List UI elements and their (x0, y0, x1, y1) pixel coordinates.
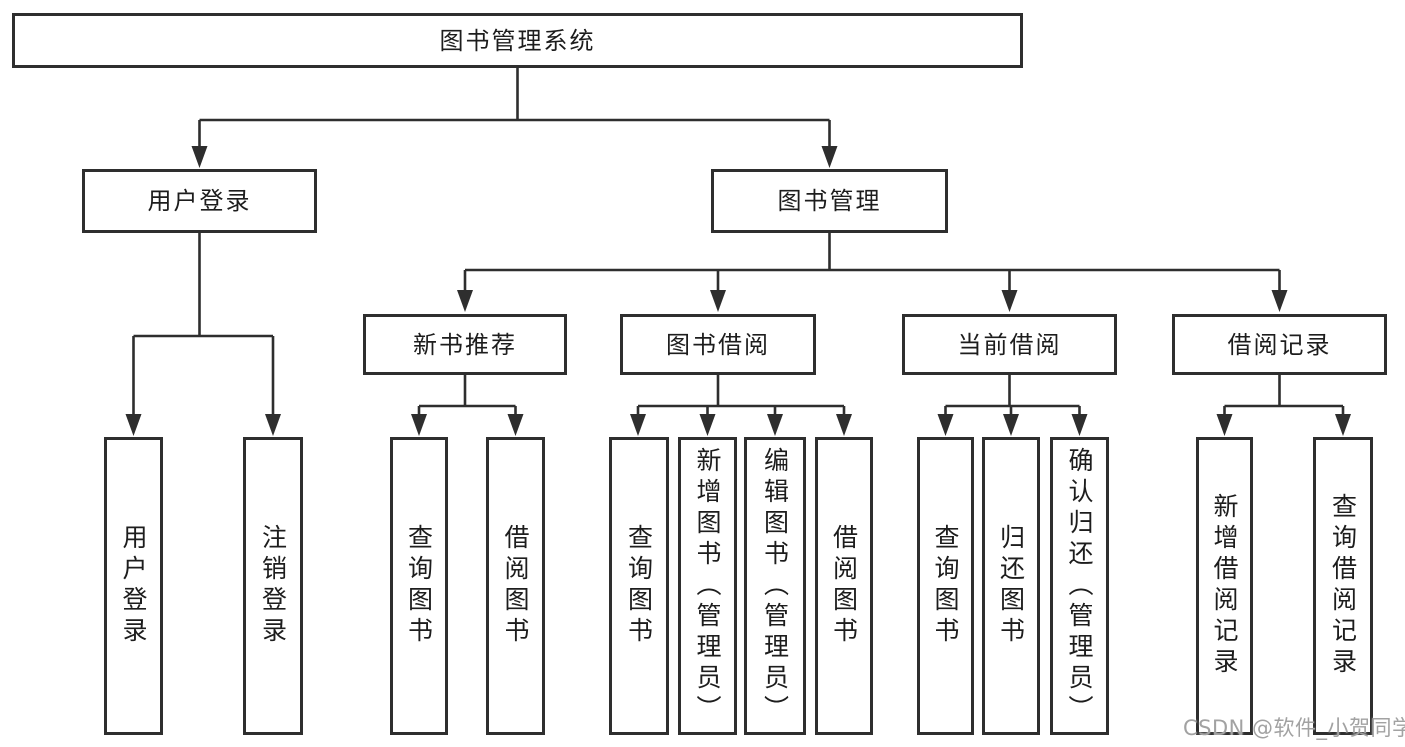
arrowhead (1271, 290, 1288, 312)
leaf-query-borrow-record: 查询借阅记录 (1313, 437, 1373, 735)
leaf-query-books-current: 查询图书 (917, 437, 974, 735)
arrowhead (1335, 414, 1351, 436)
leaf-return-books: 归还图书 (982, 437, 1040, 735)
arrowhead (457, 290, 473, 312)
leaf-query-books-recommend: 查询图书 (390, 437, 448, 735)
node-current-borrowing: 当前借阅 (902, 314, 1117, 375)
node-library-system: 图书管理系统 (12, 13, 1023, 68)
csdn-watermark: CSDN @软件_小贺同学 (1183, 716, 1405, 740)
leaf-add-borrow-record: 新增借阅记录 (1196, 437, 1253, 735)
arrowhead (191, 146, 208, 168)
leaf-query-books-borrowing: 查询图书 (609, 437, 669, 735)
arrowhead (699, 414, 716, 436)
node-borrowing-records: 借阅记录 (1172, 314, 1387, 375)
node-user-login: 用户登录 (82, 169, 317, 233)
leaf-edit-books-admin: 编辑图书（管理员） (744, 437, 806, 735)
arrowhead (767, 414, 783, 436)
arrowhead (1071, 414, 1088, 436)
arrowhead (1216, 414, 1233, 436)
leaf-borrow-books-recommend: 借阅图书 (486, 437, 545, 735)
node-book-borrowing: 图书借阅 (620, 314, 816, 375)
arrowhead (507, 414, 524, 436)
arrowhead (710, 290, 726, 312)
leaf-logout: 注销登录 (243, 437, 303, 735)
arrowhead (411, 414, 427, 436)
arrowhead (821, 146, 838, 168)
leaf-confirm-return-admin: 确认归还（管理员） (1050, 437, 1109, 735)
leaf-borrow-books-borrowing: 借阅图书 (815, 437, 873, 735)
leaf-add-books-admin: 新增图书（管理员） (678, 437, 737, 735)
node-book-management: 图书管理 (711, 169, 948, 233)
arrowhead (937, 414, 954, 436)
arrowhead (265, 414, 281, 436)
arrowhead (836, 414, 852, 436)
node-new-book-recommend: 新书推荐 (363, 314, 567, 375)
arrowhead (630, 414, 646, 436)
arrowhead (1001, 290, 1018, 312)
arrowhead (1003, 414, 1019, 436)
arrowhead (125, 414, 142, 436)
leaf-user-login: 用户登录 (104, 437, 163, 735)
